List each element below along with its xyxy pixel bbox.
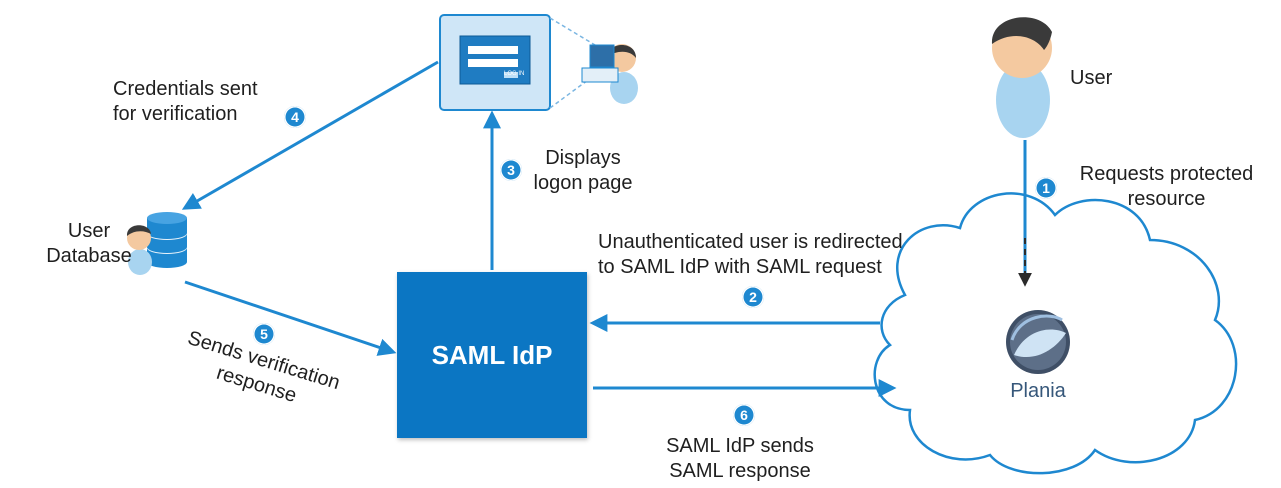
zoom-guide-bottom (549, 79, 589, 109)
step-6-label-line1: SAML IdP sends (666, 435, 814, 457)
step-6-label: SAML IdP sends SAML response (640, 434, 840, 484)
step-1-label: Requests protected resource (1054, 162, 1279, 212)
user-database-label-line1: User (67, 220, 111, 242)
user-icon (991, 17, 1052, 138)
user-database-label-line2: Database (46, 245, 132, 267)
step-5-badge: 5 (253, 323, 275, 345)
zoom-guide-top (549, 17, 601, 49)
arrow-step-4 (181, 60, 439, 210)
user-database-icon (126, 212, 187, 275)
step-6-badge: 6 (733, 404, 755, 426)
step-2-label-line1: Unauthenticated user is redirected (598, 231, 903, 253)
step-4-label: Credentials sent for verification (113, 77, 258, 127)
step-4-label-line2: for verification (113, 103, 238, 125)
person-at-laptop-icon (581, 44, 638, 104)
step-3-label: Displays logon page (528, 146, 638, 196)
step-1-label-line1: Requests protected (1079, 163, 1254, 185)
arrow-step-5 (184, 280, 397, 356)
step-2-label-line2: to SAML IdP with SAML request (598, 256, 882, 278)
saml-idp-box: SAML IdP (397, 272, 587, 438)
login-dialog-text: LOG IN (504, 71, 525, 77)
step-2-label: Unauthenticated user is redirected to SA… (598, 230, 903, 280)
step-4-badge: 4 (284, 106, 306, 128)
saml-idp-label: SAML IdP (431, 339, 553, 370)
step-6-label-line2: SAML response (669, 460, 811, 482)
step-3-badge: 3 (500, 159, 522, 181)
plania-logo (1006, 310, 1070, 374)
step-2-badge: 2 (742, 286, 764, 308)
logon-page-icon (439, 14, 551, 111)
step-1-badge: 1 (1035, 177, 1057, 199)
step-3-label-line2: logon page (533, 172, 633, 194)
plania-label: Plania (1010, 380, 1066, 402)
user-database-label: User Database (44, 219, 134, 269)
user-label: User (1070, 67, 1113, 89)
step-4-label-line1: Credentials sent (113, 78, 258, 100)
step-3-label-line1: Displays (545, 147, 621, 169)
step-1-label-line2: resource (1127, 188, 1206, 210)
